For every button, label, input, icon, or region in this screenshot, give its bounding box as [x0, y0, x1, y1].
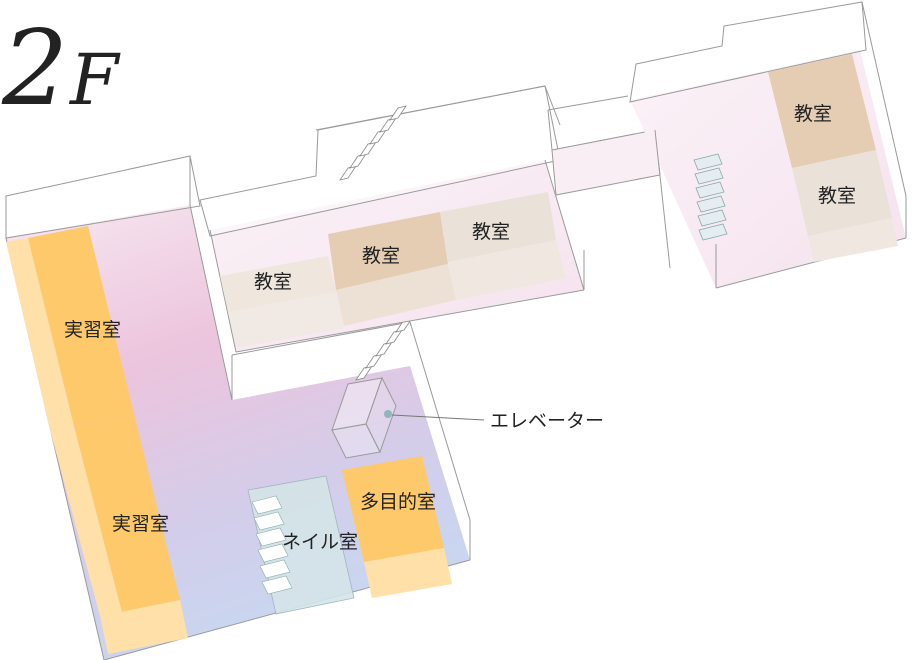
classroom-3-label: 教室	[472, 221, 510, 243]
practice-room-2-side	[50, 426, 122, 616]
multipurpose-room: 多目的室	[342, 456, 452, 598]
multipurpose-room-label: 多目的室	[360, 491, 436, 513]
floor-number: 2	[1, 7, 68, 129]
nail-room-label: ネイル室	[282, 531, 358, 553]
bridge-floor	[551, 129, 661, 196]
stairs-right	[693, 153, 728, 241]
practice-room-1-side	[6, 238, 74, 430]
classroom-1-floor	[220, 256, 336, 312]
classroom-2-floor	[328, 212, 448, 290]
practice-room-2-label: 実習室	[112, 513, 169, 535]
practice-room-2-floor	[74, 414, 180, 612]
classroom-5-front	[808, 218, 898, 262]
practice-room-1: 実習室	[6, 226, 134, 430]
elevator-leader-line	[391, 414, 485, 421]
elevator-marker-icon	[384, 410, 392, 418]
practice-room-1-label: 実習室	[64, 319, 121, 341]
floor-title: 2 F	[1, 7, 121, 129]
classroom-5-floor	[792, 150, 892, 236]
classroom-1-label: 教室	[254, 271, 292, 293]
elevator: エレベーター	[331, 376, 604, 459]
multipurpose-room-front	[364, 548, 452, 598]
elevator-label: エレベーター	[490, 410, 604, 432]
floor-suffix: F	[68, 39, 121, 121]
classroom-4-floor	[768, 54, 876, 168]
practice-room-2-front	[100, 600, 188, 654]
classroom-4: 教室	[768, 54, 876, 168]
classroom-2-front	[336, 264, 456, 326]
classroom-4-label: 教室	[794, 103, 832, 125]
classroom-3: 教室	[440, 192, 566, 300]
multipurpose-room-floor	[342, 456, 444, 562]
classroom-3-floor	[440, 192, 556, 262]
classroom-5: 教室	[792, 150, 898, 262]
practice-room-1-floor	[28, 226, 134, 426]
stairs-top	[339, 105, 407, 181]
practice-room-2: 実習室	[50, 414, 188, 654]
classroom-1-front	[228, 292, 344, 348]
classroom-2: 教室	[328, 212, 456, 326]
nail-room: ネイル室	[247, 475, 358, 615]
classroom-1: 教室	[220, 256, 344, 348]
classroom-5-label: 教室	[818, 185, 856, 207]
classroom-3-front	[448, 240, 566, 300]
classroom-2-label: 教室	[362, 245, 400, 267]
